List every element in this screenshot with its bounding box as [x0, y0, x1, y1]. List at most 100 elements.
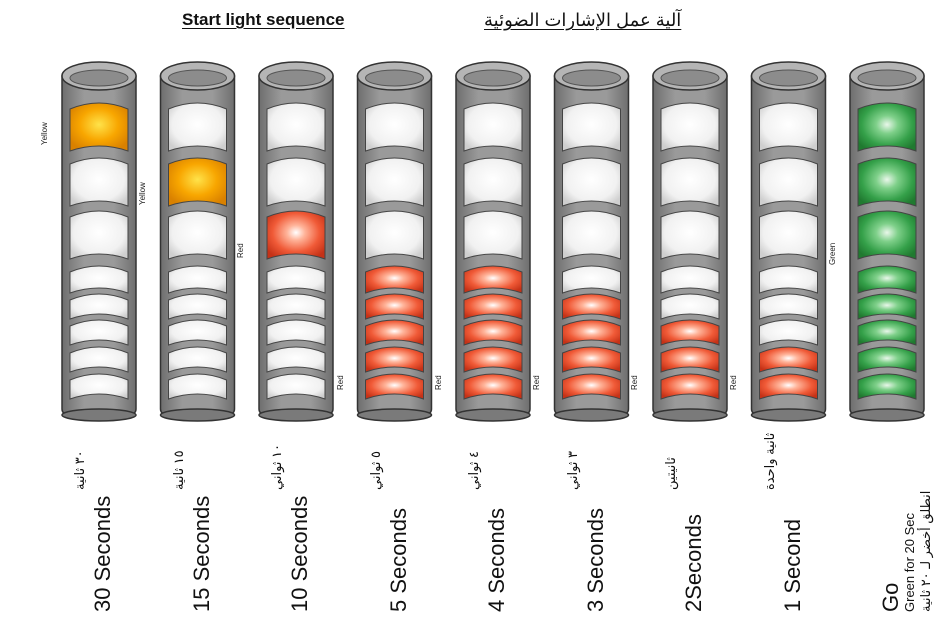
light-tube-1: [61, 61, 137, 422]
tube-base: [553, 408, 630, 422]
tube-base: [849, 408, 925, 422]
lamp-8-green: [857, 373, 917, 400]
time-arabic: ١٥ ثانية: [170, 450, 186, 490]
lamp-5-off: [266, 293, 326, 320]
tube-cap-inner: [562, 69, 621, 87]
lamp-2-off: [365, 157, 424, 207]
time-english: 3 Seconds: [582, 508, 608, 612]
title-arabic: آلية عمل الإشارات الضوئية: [484, 10, 682, 30]
lamp-5-off: [69, 293, 129, 320]
lamp-6-green: [857, 319, 917, 346]
lamp-7-off: [168, 346, 227, 373]
lamp-8-red: [660, 373, 720, 400]
color-label: Red: [434, 375, 443, 390]
color-label: Red: [630, 375, 639, 390]
light-tube-5: [455, 61, 531, 422]
lamp-7-red: [660, 346, 720, 373]
lamp-7-red: [365, 346, 424, 373]
time-arabic: ٣ ثواني: [564, 451, 580, 490]
lamp-5-red: [562, 293, 621, 320]
time-label-block: 3 Seconds ٣ ثواني: [549, 430, 629, 612]
lamp-2-off: [759, 157, 818, 207]
color-label: Yellow: [40, 122, 49, 145]
lamp-4-off: [266, 265, 326, 294]
lamp-1-off: [365, 102, 424, 152]
lamp-3-off: [69, 210, 129, 260]
lamp-2-yellow: [168, 157, 227, 207]
time-label-block: 2Seconds ثانيتين: [647, 430, 727, 612]
lamp-2-off: [69, 157, 129, 207]
time-arabic: ٣٠ ثانية: [72, 450, 87, 490]
lamp-1-off: [266, 102, 326, 152]
color-label: Red: [729, 375, 738, 390]
lamp-2-green: [857, 157, 917, 207]
time-arabic: انطلق أخضر لـ ٢٠ ثانية: [918, 490, 933, 612]
lamp-8-off: [266, 373, 326, 400]
time-arabic: ثانيتين: [663, 457, 678, 490]
lamp-2-off: [266, 157, 326, 207]
time-english: 30 Seconds: [90, 495, 115, 612]
lamp-4-red: [463, 265, 523, 294]
lamp-8-red: [365, 373, 424, 400]
color-label: Green: [828, 242, 837, 265]
lamp-7-green: [857, 346, 917, 373]
lamp-4-red: [365, 265, 424, 294]
lamp-2-off: [562, 157, 621, 207]
time-english: 15 Seconds: [188, 495, 214, 612]
tube-cap-inner: [365, 69, 424, 87]
time-arabic: ٤ ثواني: [466, 451, 481, 490]
lamp-8-off: [168, 373, 227, 400]
lamp-4-off: [759, 265, 818, 294]
time-english: Go: [878, 582, 903, 612]
lamp-6-red: [365, 319, 424, 346]
tube-cap-inner: [168, 69, 227, 87]
tube-cap-inner: [857, 69, 917, 87]
lamp-1-yellow: [69, 102, 129, 152]
title-english: Start light sequence: [182, 10, 345, 29]
time-subtitle: Green for 20 Sec: [902, 513, 917, 612]
sequence-column-5: Red 4 Seconds ٤ ثواني: [434, 0, 530, 619]
lamp-3-off: [365, 210, 424, 260]
lamp-4-green: [857, 265, 917, 294]
lamp-5-off: [660, 293, 720, 320]
time-label-block: 4 Seconds ٤ ثواني: [450, 430, 530, 612]
light-tube-8: [750, 61, 827, 422]
tube-base: [455, 408, 531, 422]
light-tube-4: [356, 61, 433, 422]
tube-base: [61, 408, 137, 422]
time-english: 2Seconds: [681, 514, 706, 612]
lamp-3-green: [857, 210, 917, 260]
tube-cap-inner: [660, 69, 720, 87]
time-english: 4 Seconds: [484, 508, 509, 612]
lamp-4-off: [660, 265, 720, 294]
color-label: Red: [336, 375, 345, 390]
tube-base: [159, 408, 236, 422]
lamp-6-red: [660, 319, 720, 346]
lamp-6-off: [759, 319, 818, 346]
lamp-7-off: [69, 346, 129, 373]
lamp-4-off: [168, 265, 227, 294]
lamp-6-off: [69, 319, 129, 346]
light-tube-6: [553, 61, 630, 422]
light-tube-9: [849, 61, 925, 422]
tube-cap-inner: [266, 69, 326, 87]
time-english: 1 Second: [779, 519, 805, 612]
lamp-1-off: [463, 102, 523, 152]
lamp-5-green: [857, 293, 917, 320]
light-tube-2: [159, 61, 236, 422]
lamp-1-off: [660, 102, 720, 152]
time-arabic: ١٠ ثواني: [269, 444, 284, 490]
lamp-6-off: [168, 319, 227, 346]
lamp-7-red: [562, 346, 621, 373]
lamp-6-red: [463, 319, 523, 346]
lamp-7-off: [266, 346, 326, 373]
